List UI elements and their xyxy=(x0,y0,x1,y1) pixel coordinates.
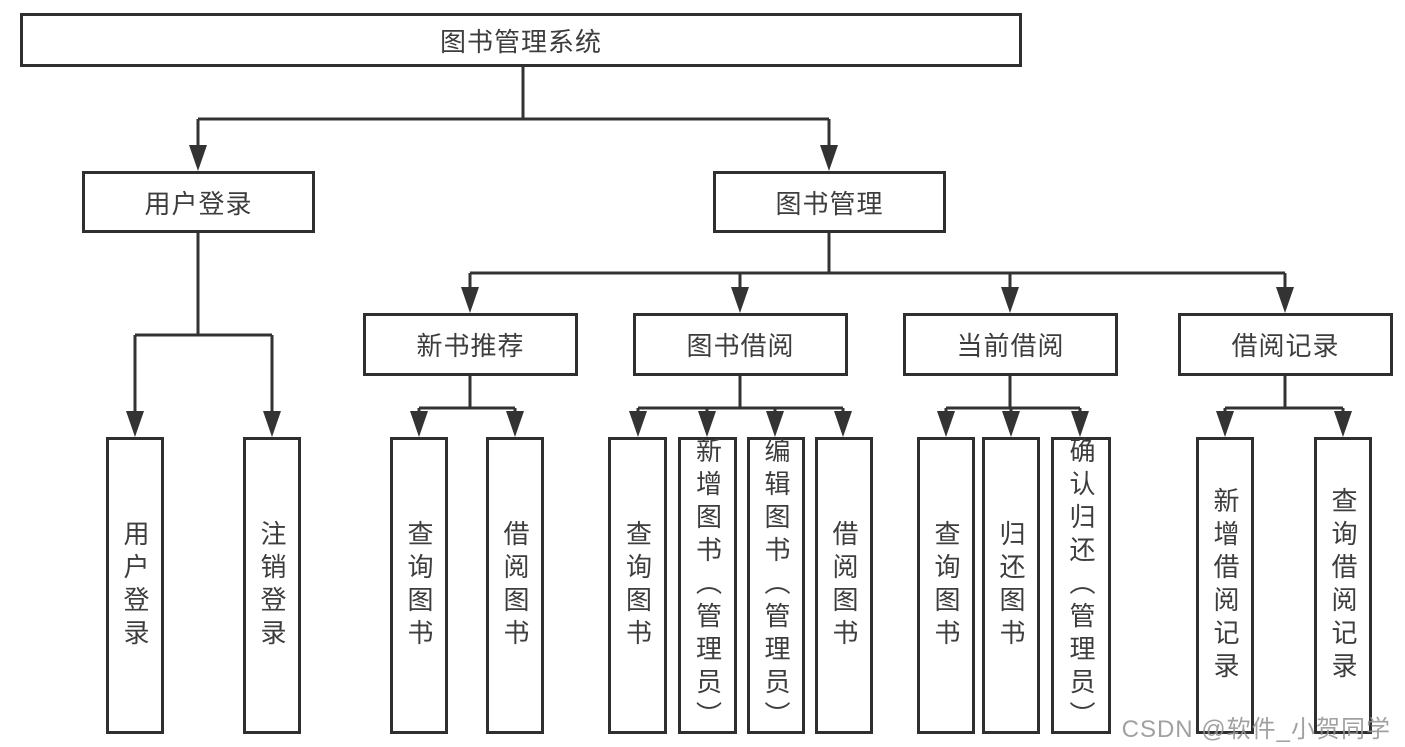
node-current-borrowing: 当前借阅 xyxy=(903,313,1118,376)
leaf-query-borrow-record: 查询借阅记录 xyxy=(1314,437,1372,734)
node-label: 新书推荐 xyxy=(416,331,525,361)
leaf-logout: 注销登录 xyxy=(243,437,301,734)
arrowhead xyxy=(834,411,852,437)
node-label: 借阅图书 xyxy=(829,519,859,652)
arrowhead xyxy=(731,287,749,313)
arrowhead xyxy=(506,411,524,437)
node-label: 当前借阅 xyxy=(956,331,1065,361)
arrowhead xyxy=(1216,411,1234,437)
leaf-borrow-books: 借阅图书 xyxy=(815,437,873,734)
node-label: 用户登录 xyxy=(120,519,150,652)
node-label: 查询图书 xyxy=(931,519,961,652)
arrowhead xyxy=(1071,411,1089,437)
arrowhead xyxy=(766,411,784,437)
node-book-management: 图书管理 xyxy=(713,171,946,233)
node-label: 查询借阅记录 xyxy=(1328,486,1358,685)
leaf-query-books-recommend: 查询图书 xyxy=(390,437,448,734)
node-label: 图书管理系统 xyxy=(439,26,602,57)
arrowhead xyxy=(629,411,647,437)
node-label: 注销登录 xyxy=(257,519,287,652)
leaf-query-books-borrow: 查询图书 xyxy=(608,437,667,734)
node-label: 借阅图书 xyxy=(500,519,530,652)
node-label: 图书借阅 xyxy=(686,331,795,361)
node-label: 归还图书 xyxy=(996,519,1026,652)
node-label: 借阅记录 xyxy=(1231,331,1340,361)
leaf-edit-book-admin: 编辑图书（管理员） xyxy=(747,437,805,734)
node-label: 查询图书 xyxy=(404,519,434,652)
arrowhead xyxy=(126,411,144,437)
watermark-text: CSDN @软件_小贺同学 xyxy=(1121,716,1391,743)
arrowhead xyxy=(1334,411,1352,437)
arrowhead xyxy=(189,145,207,171)
arrowhead xyxy=(1276,287,1294,313)
arrowhead xyxy=(1001,287,1019,313)
leaf-user-login: 用户登录 xyxy=(106,437,164,734)
node-label: 新增图书（管理员） xyxy=(692,437,723,734)
node-label: 查询图书 xyxy=(622,519,653,652)
arrowhead xyxy=(820,145,838,171)
node-user-login: 用户登录 xyxy=(82,171,315,233)
node-label: 编辑图书（管理员） xyxy=(761,437,791,734)
node-label: 新增借阅记录 xyxy=(1210,486,1240,685)
leaf-confirm-return-admin: 确认归还（管理员） xyxy=(1051,437,1111,734)
node-borrowing-records: 借阅记录 xyxy=(1178,313,1393,376)
node-book-borrowing: 图书借阅 xyxy=(633,313,848,376)
leaf-return-books: 归还图书 xyxy=(982,437,1040,734)
leaf-query-books-current: 查询图书 xyxy=(917,437,975,734)
arrowhead xyxy=(263,411,281,437)
arrowhead xyxy=(410,411,428,437)
leaf-add-book-admin: 新增图书（管理员） xyxy=(678,437,737,734)
arrowhead xyxy=(461,287,479,313)
arrowhead xyxy=(1002,411,1020,437)
arrowhead xyxy=(698,411,716,437)
arrowhead xyxy=(937,411,955,437)
node-label: 用户登录 xyxy=(144,188,253,219)
leaf-borrow-books-recommend: 借阅图书 xyxy=(486,437,544,734)
node-label: 图书管理 xyxy=(775,188,884,219)
leaf-add-borrow-record: 新增借阅记录 xyxy=(1196,437,1254,734)
node-new-book-recommendation: 新书推荐 xyxy=(363,313,578,376)
node-library-system: 图书管理系统 xyxy=(20,13,1022,67)
node-label: 确认归还（管理员） xyxy=(1066,437,1096,734)
